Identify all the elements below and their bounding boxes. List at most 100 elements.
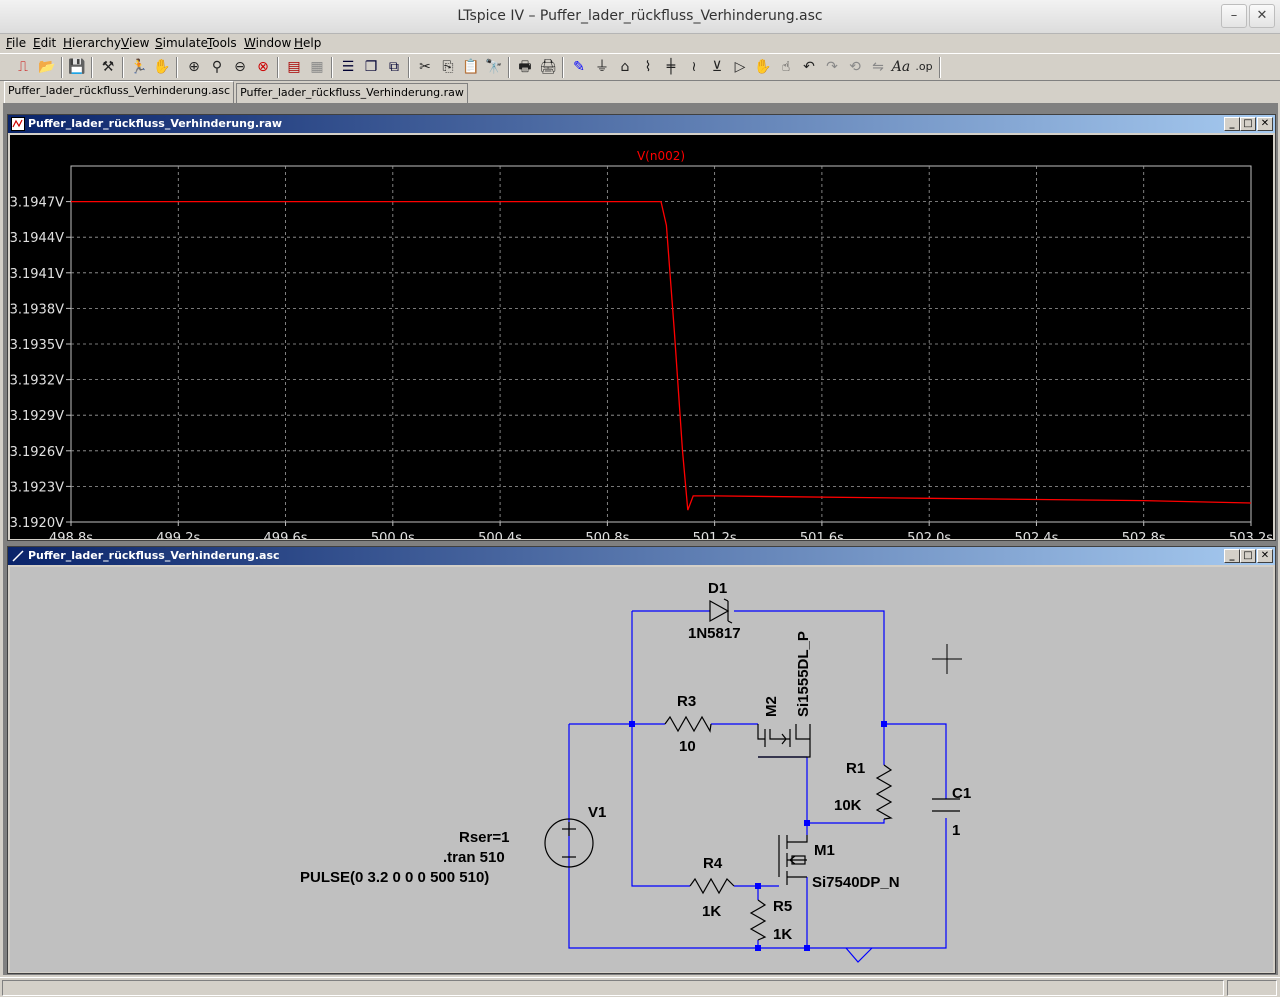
waveform-maximize-button[interactable]: □ (1240, 117, 1256, 131)
m1-value[interactable]: Si7540DP_N (812, 874, 900, 891)
y-tick-label: 3.1923V (10, 480, 64, 495)
x-tick-label: 502.4s (1014, 531, 1058, 539)
r1-value[interactable]: 10K (834, 797, 862, 814)
control-panel-icon[interactable]: ⚒ (101, 59, 115, 75)
open-icon[interactable]: 📂 (38, 59, 56, 75)
waveform-window-title: Puffer_lader_rückfluss_Verhinderung.raw (28, 117, 283, 130)
menu-window[interactable]: Window (244, 36, 292, 50)
save-icon[interactable]: 💾 (68, 59, 86, 75)
schematic-canvas[interactable]: D1 1N5817 M2 Si1555DL_P R3 10 R1 10K C1 … (10, 567, 1273, 972)
tab-bar: Puffer_lader_rückfluss_Verhinderung.asc … (0, 81, 1280, 103)
tab-waveform[interactable]: Puffer_lader_rückfluss_Verhinderung.raw (236, 83, 468, 103)
mirror-icon[interactable]: ⇋ (872, 59, 884, 75)
minimize-button[interactable]: – (1221, 4, 1247, 28)
tran-directive[interactable]: .tran 510 (443, 849, 505, 866)
autorange-y-icon[interactable]: ▦ (310, 59, 324, 75)
y-tick-label: 3.1944V (10, 231, 64, 246)
schematic-maximize-button[interactable]: □ (1240, 549, 1256, 563)
status-bar (0, 977, 1280, 997)
x-tick-label: 502.8s (1122, 531, 1166, 539)
capacitor-icon[interactable]: ╪ (666, 59, 676, 75)
rotate-icon[interactable]: ⟲ (849, 59, 861, 75)
pan-icon[interactable]: ⚲ (211, 59, 223, 75)
ground-icon[interactable]: ⏚ (595, 59, 609, 75)
schematic-minimize-button[interactable]: _ (1224, 549, 1240, 563)
close-button[interactable]: ✕ (1249, 4, 1275, 28)
tile-horizontal-icon[interactable]: ☰ (341, 59, 355, 75)
r4-value[interactable]: 1K (702, 903, 721, 920)
label-net-icon[interactable]: ⌂ (620, 59, 630, 75)
v1-pulse[interactable]: PULSE(0 3.2 0 0 0 500 510) (300, 869, 489, 886)
autorange-icon[interactable]: ▤ (287, 59, 301, 75)
component-labels: D1 1N5817 M2 Si1555DL_P R3 10 R1 10K C1 … (300, 580, 971, 943)
zoom-in-icon[interactable]: ⊕ (188, 59, 200, 75)
menu-edit[interactable]: Edit (33, 36, 57, 50)
new-schematic-icon[interactable]: ⎍ (18, 59, 28, 75)
y-tick-label: 3.1935V (10, 338, 64, 353)
menu-help[interactable]: Help (294, 36, 322, 50)
m2-ref[interactable]: M2 (763, 696, 780, 717)
cascade-icon[interactable]: ❐ (364, 59, 378, 75)
window-title: LTspice IV – Puffer_lader_rückfluss_Verh… (457, 8, 823, 24)
print-icon[interactable]: 🖨 (539, 59, 557, 75)
r3-value[interactable]: 10 (679, 738, 696, 755)
print-preview-icon[interactable]: 🖶 (518, 59, 532, 75)
text-icon[interactable]: Aa (891, 59, 911, 75)
inductor-icon[interactable]: ≀ (691, 59, 697, 75)
draw-wire-icon[interactable]: ✎ (573, 59, 585, 75)
y-tick-label: 3.1938V (10, 302, 64, 317)
tile-vertical-icon[interactable]: ⧉ (389, 59, 399, 75)
v1-rser[interactable]: Rser=1 (459, 829, 509, 846)
menu-file[interactable]: File (6, 36, 27, 50)
undo-icon[interactable]: ↶ (803, 59, 815, 75)
component-icon[interactable]: ▷ (734, 59, 746, 75)
schematic-window-caption[interactable]: Puffer_lader_rückfluss_Verhinderung.asc … (8, 547, 1275, 565)
schematic-close-button[interactable]: ✕ (1257, 549, 1273, 563)
diode-icon[interactable]: ⊻ (711, 59, 723, 75)
y-tick-label: 3.1932V (10, 374, 64, 389)
c1-value[interactable]: 1 (952, 822, 960, 839)
x-tick-label: 500.8s (585, 531, 629, 539)
zoom-fit-icon[interactable]: ⊗ (257, 59, 269, 75)
d1-value[interactable]: 1N5817 (688, 625, 741, 642)
menu-simulate[interactable]: Simulate (155, 36, 209, 50)
c1-ref[interactable]: C1 (952, 785, 971, 802)
menu-tools[interactable]: Tools (207, 36, 237, 50)
spice-directive-icon[interactable]: .op (915, 60, 933, 73)
menu-view[interactable]: View (121, 36, 150, 50)
x-tick-label: 498.8s (49, 531, 93, 539)
r5-ref[interactable]: R5 (773, 898, 792, 915)
y-tick-label: 3.1926V (10, 445, 64, 460)
copy-icon[interactable]: ⎘ (442, 59, 454, 75)
x-tick-label: 500.0s (371, 531, 415, 539)
paste-icon[interactable]: 📋 (462, 59, 480, 75)
r3-ref[interactable]: R3 (677, 693, 696, 710)
zoom-out-icon[interactable]: ⊖ (234, 59, 246, 75)
waveform-minimize-button[interactable]: _ (1224, 117, 1240, 131)
find-icon[interactable]: 🔭 (485, 59, 503, 75)
resistor-icon[interactable]: ⌇ (644, 59, 652, 75)
x-tick-label: 502.0s (907, 531, 951, 539)
halt-icon[interactable]: ✋ (153, 59, 171, 75)
drag-icon[interactable]: ☝ (781, 59, 791, 75)
tab-schematic[interactable]: Puffer_lader_rückfluss_Verhinderung.asc (4, 81, 234, 103)
m1-ref[interactable]: M1 (814, 842, 835, 859)
redo-icon[interactable]: ↷ (826, 59, 838, 75)
menu-hierarchy[interactable]: Hierarchy (63, 36, 122, 50)
m2-value[interactable]: Si1555DL_P (795, 631, 812, 717)
r4-ref[interactable]: R4 (703, 855, 723, 872)
waveform-close-button[interactable]: ✕ (1257, 117, 1273, 131)
cut-icon[interactable]: ✂ (419, 59, 431, 75)
r5-value[interactable]: 1K (773, 926, 792, 943)
r1-ref[interactable]: R1 (846, 760, 865, 777)
component-symbols (544, 598, 960, 941)
series-line (71, 200, 1252, 511)
series-legend-label: V(n002) (637, 149, 685, 163)
run-icon[interactable]: 🏃 (130, 59, 148, 75)
d1-ref[interactable]: D1 (708, 580, 727, 597)
move-icon[interactable]: ✋ (754, 59, 772, 75)
waveform-window-caption[interactable]: Puffer_lader_rückfluss_Verhinderung.raw … (8, 115, 1275, 133)
v1-ref[interactable]: V1 (588, 804, 606, 821)
